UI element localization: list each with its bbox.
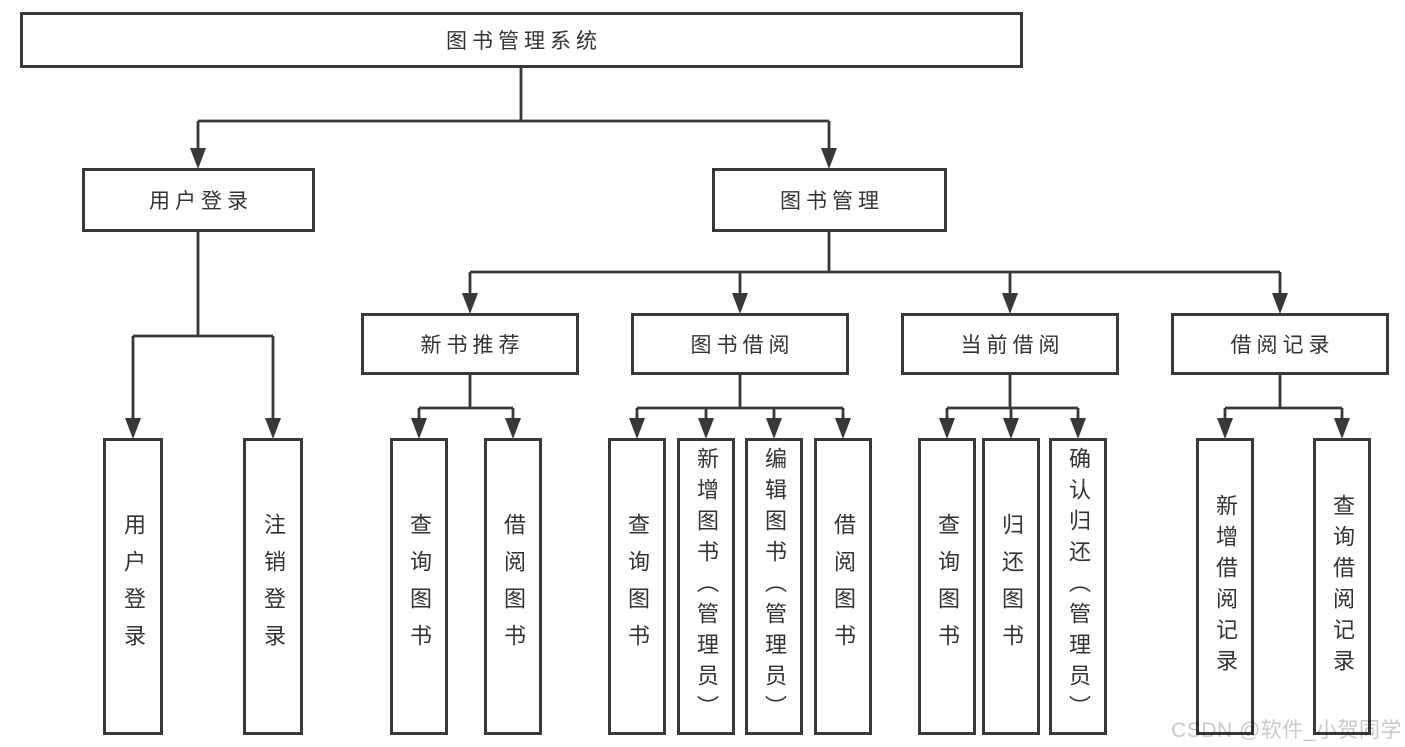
node-label: 确认归还（管理员）	[1066, 447, 1091, 726]
node-borrow-records: 借阅记录	[1171, 313, 1389, 375]
node-label: 借阅图书	[501, 512, 526, 661]
node-label: 查询图书	[625, 512, 650, 661]
leaf-edit-book-admin: 编辑图书（管理员）	[745, 438, 803, 735]
node-book-borrow: 图书借阅	[631, 313, 849, 375]
leaf-confirm-return-admin: 确认归还（管理员）	[1049, 438, 1107, 735]
node-label: 新增图书（管理员）	[694, 447, 719, 726]
node-label: 借阅记录	[1230, 334, 1335, 357]
node-label: 借阅图书	[831, 512, 856, 661]
node-label: 查询图书	[407, 512, 432, 661]
connector-root-to-level2	[190, 68, 837, 169]
connector-borrow-records-children	[1217, 375, 1350, 439]
node-label: 图书管理系统	[446, 30, 602, 53]
node-book-management: 图书管理	[712, 168, 947, 232]
node-root-system: 图书管理系统	[20, 12, 1023, 68]
node-label: 归还图书	[999, 512, 1024, 661]
node-label: 当前借阅	[960, 334, 1065, 357]
node-label: 图书管理	[780, 190, 884, 213]
node-label: 新增借阅记录	[1213, 493, 1238, 680]
node-user-login: 用户登录	[82, 168, 315, 232]
node-label: 编辑图书（管理员）	[762, 447, 787, 726]
node-label: 查询借阅记录	[1330, 493, 1355, 680]
leaf-add-borrow-record: 新增借阅记录	[1196, 438, 1254, 735]
node-new-book-recommend: 新书推荐	[361, 313, 579, 375]
leaf-query-books-2: 查询图书	[608, 438, 666, 735]
csdn-watermark: CSDN @软件_小贺同学	[1171, 719, 1402, 742]
node-label: 新书推荐	[420, 334, 525, 357]
connector-book-management-children	[462, 232, 1288, 314]
connector-new-book-children	[411, 375, 521, 439]
node-label: 用户登录	[149, 190, 253, 213]
leaf-user-login: 用户登录	[103, 438, 163, 735]
connector-current-borrow-children	[939, 375, 1086, 439]
connector-user-login-children	[125, 232, 281, 439]
node-label: 查询图书	[935, 512, 960, 661]
node-label: 图书借阅	[690, 334, 795, 357]
leaf-borrow-books-1: 借阅图书	[484, 438, 542, 735]
leaf-query-books-3: 查询图书	[918, 438, 976, 735]
leaf-query-borrow-record: 查询借阅记录	[1313, 438, 1371, 735]
leaf-query-books-1: 查询图书	[390, 438, 448, 735]
node-current-borrow: 当前借阅	[901, 313, 1119, 375]
node-label: 注销登录	[261, 512, 286, 661]
node-label: 用户登录	[121, 512, 146, 661]
connector-book-borrow-children	[629, 375, 851, 439]
leaf-add-book-admin: 新增图书（管理员）	[677, 438, 735, 735]
leaf-borrow-books-2: 借阅图书	[814, 438, 872, 735]
leaf-logout: 注销登录	[243, 438, 303, 735]
leaf-return-book: 归还图书	[982, 438, 1040, 735]
